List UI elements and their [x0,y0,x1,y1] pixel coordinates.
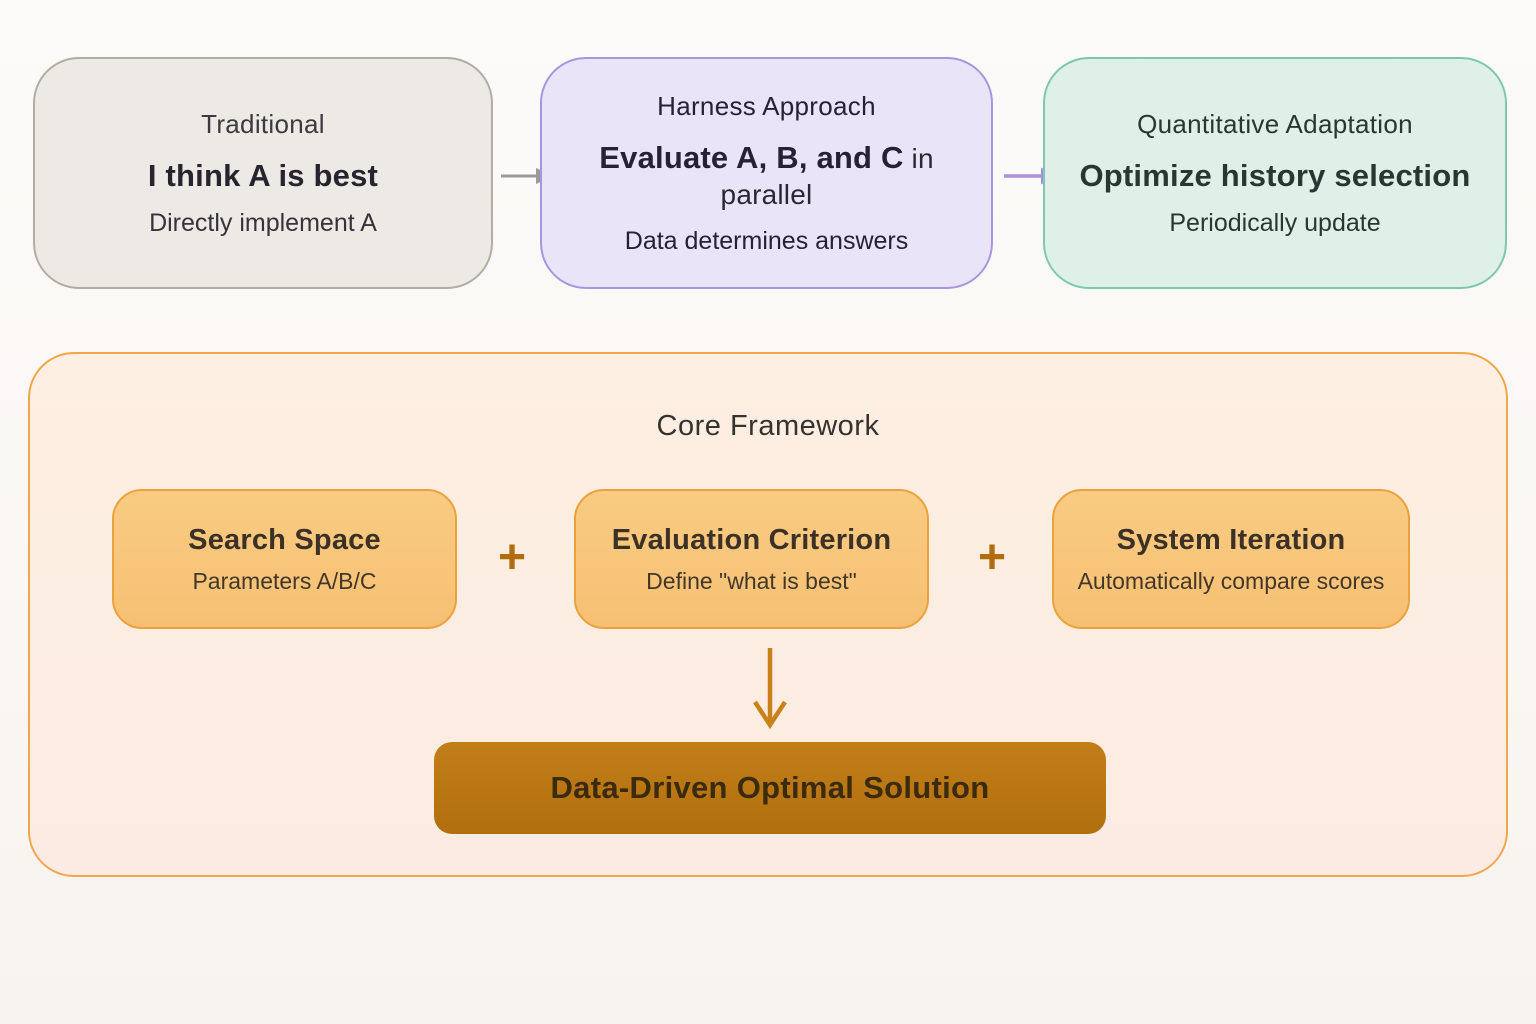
core-framework-title: Core Framework [656,410,880,442]
harness-approach-card-headline: Evaluate A, B, and C in parallel [599,139,934,210]
search-space-subtitle: Parameters A/B/C [192,567,377,594]
system-iteration-title: System Iteration [1116,523,1346,556]
system-iteration-subtitle: Automatically compare scores [1077,567,1385,594]
evaluation-criterion-title: Evaluation Criterion [611,523,892,556]
harness-approach-card-subtitle: Data determines answers [624,226,909,255]
plus-icon: + [977,531,1007,584]
plus-icon: + [497,531,527,584]
arrow-down-icon [753,648,787,730]
traditional-card-subtitle: Directly implement A [149,208,377,237]
harness-approach-card-title: Harness Approach [657,90,876,121]
harness-approach-card: Harness Approach Evaluate A, B, and C in… [540,57,993,289]
evaluation-criterion-box: Evaluation Criterion Define "what is bes… [574,489,929,629]
traditional-card-headline: I think A is best [147,157,379,193]
search-space-title: Search Space [188,523,381,556]
quantitative-adaptation-card-subtitle: Periodically update [1169,208,1381,237]
optimal-solution-bar: Data-Driven Optimal Solution [434,742,1106,834]
quantitative-adaptation-card-title: Quantitative Adaptation [1137,108,1413,139]
evaluation-criterion-subtitle: Define "what is best" [646,567,857,594]
core-framework-panel: Core Framework Search Space Parameters A… [28,352,1508,877]
traditional-card-title: Traditional [201,108,325,139]
system-iteration-box: System Iteration Automatically compare s… [1052,489,1410,629]
quantitative-adaptation-card-headline: Optimize history selection [1079,157,1471,193]
search-space-box: Search Space Parameters A/B/C [112,489,457,629]
traditional-card: Traditional I think A is best Directly i… [33,57,493,289]
quantitative-adaptation-card: Quantitative Adaptation Optimize history… [1043,57,1507,289]
